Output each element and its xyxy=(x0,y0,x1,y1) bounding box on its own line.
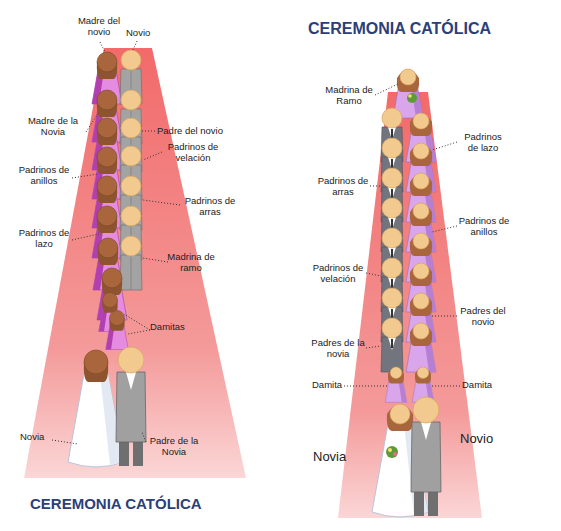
callout-label: Padres de la novia xyxy=(310,338,366,360)
leader-line xyxy=(375,84,398,95)
groom-figure xyxy=(411,397,441,516)
leader-line xyxy=(133,41,137,50)
leader-line xyxy=(128,330,150,334)
leader-line xyxy=(370,186,381,187)
callout-label: Padrinos de velación xyxy=(310,263,366,285)
callout-label: Padrinos de lazo xyxy=(458,132,508,154)
father-figure xyxy=(116,347,146,466)
callout-label: Damita xyxy=(462,380,502,391)
callout-label: Novio xyxy=(460,432,520,447)
callout-label: Novio xyxy=(126,28,166,39)
leader-line xyxy=(366,346,381,348)
leader-line xyxy=(72,174,98,178)
callout-label: Padrinos de anillos xyxy=(14,165,74,187)
callout-label: Padre de la Novia xyxy=(146,436,202,458)
leader-line xyxy=(366,273,381,276)
leader-line xyxy=(72,234,99,240)
leader-line xyxy=(142,432,146,442)
callout-label: Padrinos de anillos xyxy=(458,216,510,238)
leader-line xyxy=(86,112,99,132)
leader-line xyxy=(142,131,155,132)
bouquet-symbol xyxy=(407,93,417,103)
woman-figure xyxy=(406,323,436,372)
leader-line xyxy=(143,258,168,262)
callout-label: Damitas xyxy=(150,322,200,333)
callout-label: Madrina de ramo xyxy=(166,252,216,274)
callout-label: Novia xyxy=(313,450,363,465)
leader-line xyxy=(432,226,457,232)
callout-label: Padres del novio xyxy=(458,306,508,328)
leader-line xyxy=(100,42,105,52)
callout-label: Madre de la Novia xyxy=(22,116,84,138)
leader-line xyxy=(430,386,460,387)
leader-line xyxy=(432,316,457,317)
leader-line xyxy=(432,142,457,150)
callout-label: Damita xyxy=(312,380,352,391)
leader-line xyxy=(143,200,180,205)
callout-label: Padrinos de lazo xyxy=(14,228,74,250)
diagram-heading: CEREMONIA CATÓLICA xyxy=(30,495,202,512)
leader-line xyxy=(143,152,162,160)
girl-figure xyxy=(106,311,129,350)
callout-label: Padrinos de arras xyxy=(180,196,240,218)
aisle-carpet xyxy=(338,92,482,518)
aisle-carpet xyxy=(24,48,246,478)
callout-label: Padre del novio xyxy=(157,126,237,137)
man-figure xyxy=(381,318,403,372)
callout-label: Padrinos de arras xyxy=(316,176,370,198)
bride-figure xyxy=(68,350,124,467)
callout-label: Madre del novio xyxy=(68,16,130,38)
callout-label: Padrinos de velación xyxy=(160,142,226,164)
diagram-title: CEREMONIA CATÓLICA xyxy=(308,20,491,38)
leader-line xyxy=(344,386,388,387)
leader-line xyxy=(124,314,150,330)
leader-line xyxy=(52,440,78,444)
girl-figure xyxy=(385,367,407,402)
callout-label: Madrina de Ramo xyxy=(323,85,375,107)
callout-label: Novia xyxy=(20,432,60,443)
man-figure xyxy=(120,236,142,290)
bouquet-symbol xyxy=(408,94,412,98)
